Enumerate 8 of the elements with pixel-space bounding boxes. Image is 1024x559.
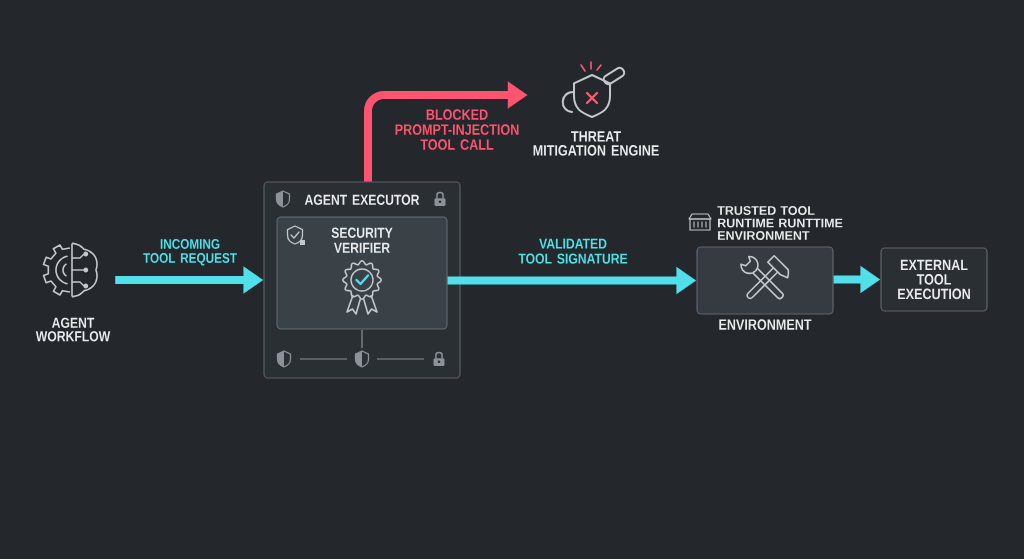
process-box: EXTERNAL TOOL EXECUTION	[880, 247, 988, 312]
edge-label: VALIDATED TOOL SIGNATURE	[518, 238, 628, 264]
node-label: THREAT MITIGATION ENGINE	[533, 131, 659, 156]
heading: TRUSTED TOOL RUNTIME RUNTTIME ENVIRONMENT	[717, 206, 843, 240]
edge-label: INCOMING TOOL REQUEST	[143, 239, 237, 266]
node-label: AGENT WORKFLOW	[35, 317, 111, 342]
edge-label: BLOCKED PROMPT-INJECTION TOOL CALL	[395, 109, 519, 150]
node-label: ENVIRONMENT	[719, 319, 812, 330]
